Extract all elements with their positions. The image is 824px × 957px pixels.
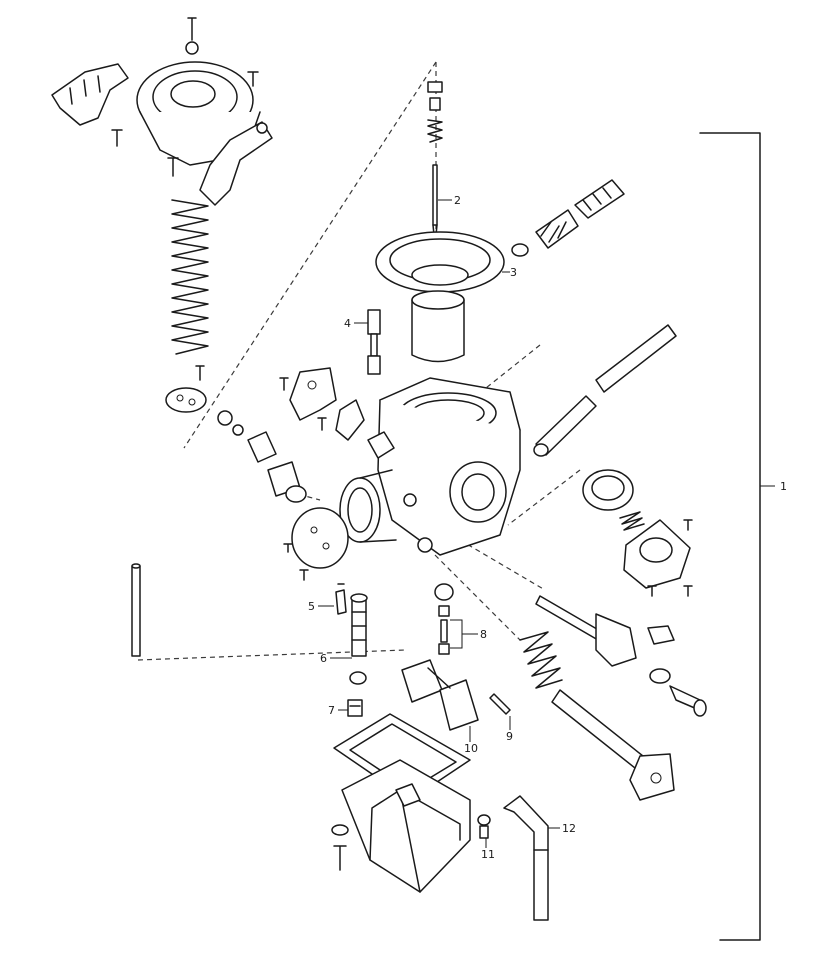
callout-2: 2 [454,194,461,207]
part-10-float [401,659,479,731]
part-3-diaphragm-slide [375,231,505,363]
callout-3: 3 [510,266,517,279]
part-4-pilot-screw [367,309,381,375]
part-5-pilot-jet [335,583,347,615]
idle-screw [511,179,625,257]
throttle-shaft [535,595,707,717]
part-6-needle-jet [349,593,368,685]
float-bowl [331,713,471,893]
callout-1: 1 [780,480,787,493]
part-7-main-jet [347,699,363,717]
callout-7: 7 [328,704,335,717]
part-9-float-pin [489,693,511,715]
callout-8: 8 [480,628,487,641]
callout-labels: 1 2 3 4 5 6 7 8 9 10 11 12 [308,194,787,861]
part-11-drain-screw [477,814,491,839]
throttle-linkage [217,367,365,503]
callout-leaders [318,199,560,848]
top-cover-assembly [51,17,273,206]
vent-hoses [533,324,677,457]
slide-spring [165,199,209,413]
throttle-return-spring [519,631,675,801]
callout-4: 4 [344,317,351,330]
assembly-bracket [699,132,775,941]
carburetor-body [339,377,521,556]
float-rod [131,563,141,657]
callout-12: 12 [562,822,576,835]
callout-10: 10 [464,742,478,755]
callout-9: 9 [506,730,513,743]
part-8-float-valve [434,583,454,655]
callout-5: 5 [308,600,315,613]
callout-11: 11 [481,848,495,861]
accelerator-cover [283,507,349,581]
part-2-jet-needle [427,81,443,246]
part-12-overflow-hose [503,795,549,921]
enrichener-assembly [582,469,693,597]
callout-6: 6 [320,652,327,665]
